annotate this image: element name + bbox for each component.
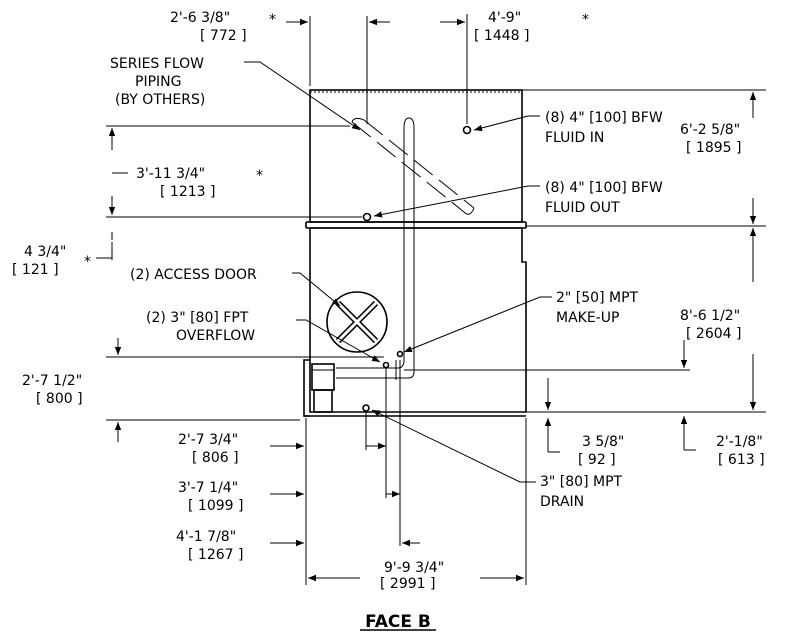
leader-lines (244, 61, 552, 483)
dim-bottom-2-metric: [ 1099 ] (188, 498, 243, 514)
face-b-title: FACE B (365, 612, 431, 632)
unit-body (303, 89, 527, 417)
fluid-out-connection (362, 212, 372, 222)
dim-left-small-asterisk: * (84, 254, 91, 270)
makeup-connection (396, 350, 404, 358)
dim-left-upper-imperial: 3'-11 3/4" (136, 166, 205, 182)
dim-bottom-width-imperial: 9'-9 3/4" (384, 560, 444, 576)
dim-right-lower-imperial: 8'-6 1/2" (680, 308, 740, 324)
dim-top-right-imperial: 4'-9" (488, 10, 521, 26)
dimension-right (522, 89, 766, 413)
dimension-top (286, 14, 468, 124)
drawing-title: FACE B (360, 612, 436, 632)
upper-section (309, 89, 523, 223)
dim-bottom-width-metric: [ 2991 ] (380, 576, 435, 592)
dim-right-small-a-metric: [ 92 ] (578, 452, 616, 468)
dim-top-right-asterisk: * (582, 12, 589, 28)
makeup-label-2: MAKE-UP (556, 310, 619, 326)
dim-right-lower-metric: [ 2604 ] (686, 326, 741, 342)
fluid-out-label-1: (8) 4" [100] BFW (545, 180, 663, 196)
drain-connection (362, 404, 370, 412)
series-flow-label-1: SERIES FLOW (110, 56, 204, 72)
fluid-out-label-2: FLUID OUT (545, 200, 620, 216)
dimension-labels: 2'-6 3/8" [ 772 ] * 4'-9" [ 1448 ] * 3'-… (12, 10, 765, 592)
makeup-label-1: 2" [50] MPT (556, 290, 639, 306)
overflow-fitting (311, 363, 335, 413)
dim-left-upper-asterisk: * (256, 168, 263, 184)
dim-top-left-asterisk: * (269, 12, 276, 28)
dimension-bottom (270, 360, 527, 585)
series-flow-label-3: (BY OTHERS) (115, 92, 205, 108)
access-door-label: (2) ACCESS DOOR (130, 267, 257, 283)
overflow-label-1: (2) 3" [80] FPT (146, 310, 249, 326)
lower-section (309, 227, 527, 413)
drain-label-1: 3" [80] MPT (540, 474, 623, 490)
dim-bottom-3-metric: [ 1267 ] (188, 547, 243, 563)
dim-right-small-b-imperial: 2'-1/8" (716, 434, 763, 450)
dimension-left-upper (96, 125, 362, 260)
connection-points (362, 125, 472, 412)
dim-right-upper-imperial: 6'-2 5/8" (680, 122, 740, 138)
dim-bottom-2-imperial: 3'-7 1/4" (178, 480, 238, 496)
dim-left-upper-metric: [ 1213 ] (160, 184, 215, 200)
fluid-in-connection (462, 125, 472, 135)
drain-label-2: DRAIN (540, 494, 584, 510)
overflow-label-2: OVERFLOW (176, 328, 255, 344)
dim-top-left-imperial: 2'-6 3/8" (170, 10, 230, 26)
series-flow-pipe (351, 117, 475, 215)
dim-left-lower-imperial: 2'-7 1/2" (22, 373, 82, 389)
fluid-in-label-2: FLUID IN (545, 130, 604, 146)
dim-top-right-metric: [ 1448 ] (474, 28, 529, 44)
callout-labels: SERIES FLOW PIPING (BY OTHERS) (8) 4" [1… (110, 56, 663, 510)
dim-bottom-1-imperial: 2'-7 3/4" (178, 432, 238, 448)
fluid-in-label-1: (8) 4" [100] BFW (545, 110, 663, 126)
dim-left-lower-metric: [ 800 ] (36, 391, 83, 407)
overflow-connection (382, 361, 390, 369)
dim-top-left-metric: [ 772 ] (200, 28, 247, 44)
dim-bottom-3-imperial: 4'-1 7/8" (176, 529, 236, 545)
dim-right-small-b-metric: [ 613 ] (718, 452, 765, 468)
dim-left-small-metric: [ 121 ] (12, 262, 59, 278)
dimension-right-small (404, 340, 696, 453)
dimension-left-lower (106, 338, 384, 442)
dim-left-small-imperial: 4 3/4" (24, 244, 66, 260)
access-door-icon (326, 291, 388, 353)
dim-right-small-a-imperial: 3 5/8" (582, 434, 624, 450)
dim-right-upper-metric: [ 1895 ] (686, 140, 741, 156)
dim-bottom-1-metric: [ 806 ] (192, 450, 239, 466)
series-flow-label-2: PIPING (135, 74, 181, 90)
